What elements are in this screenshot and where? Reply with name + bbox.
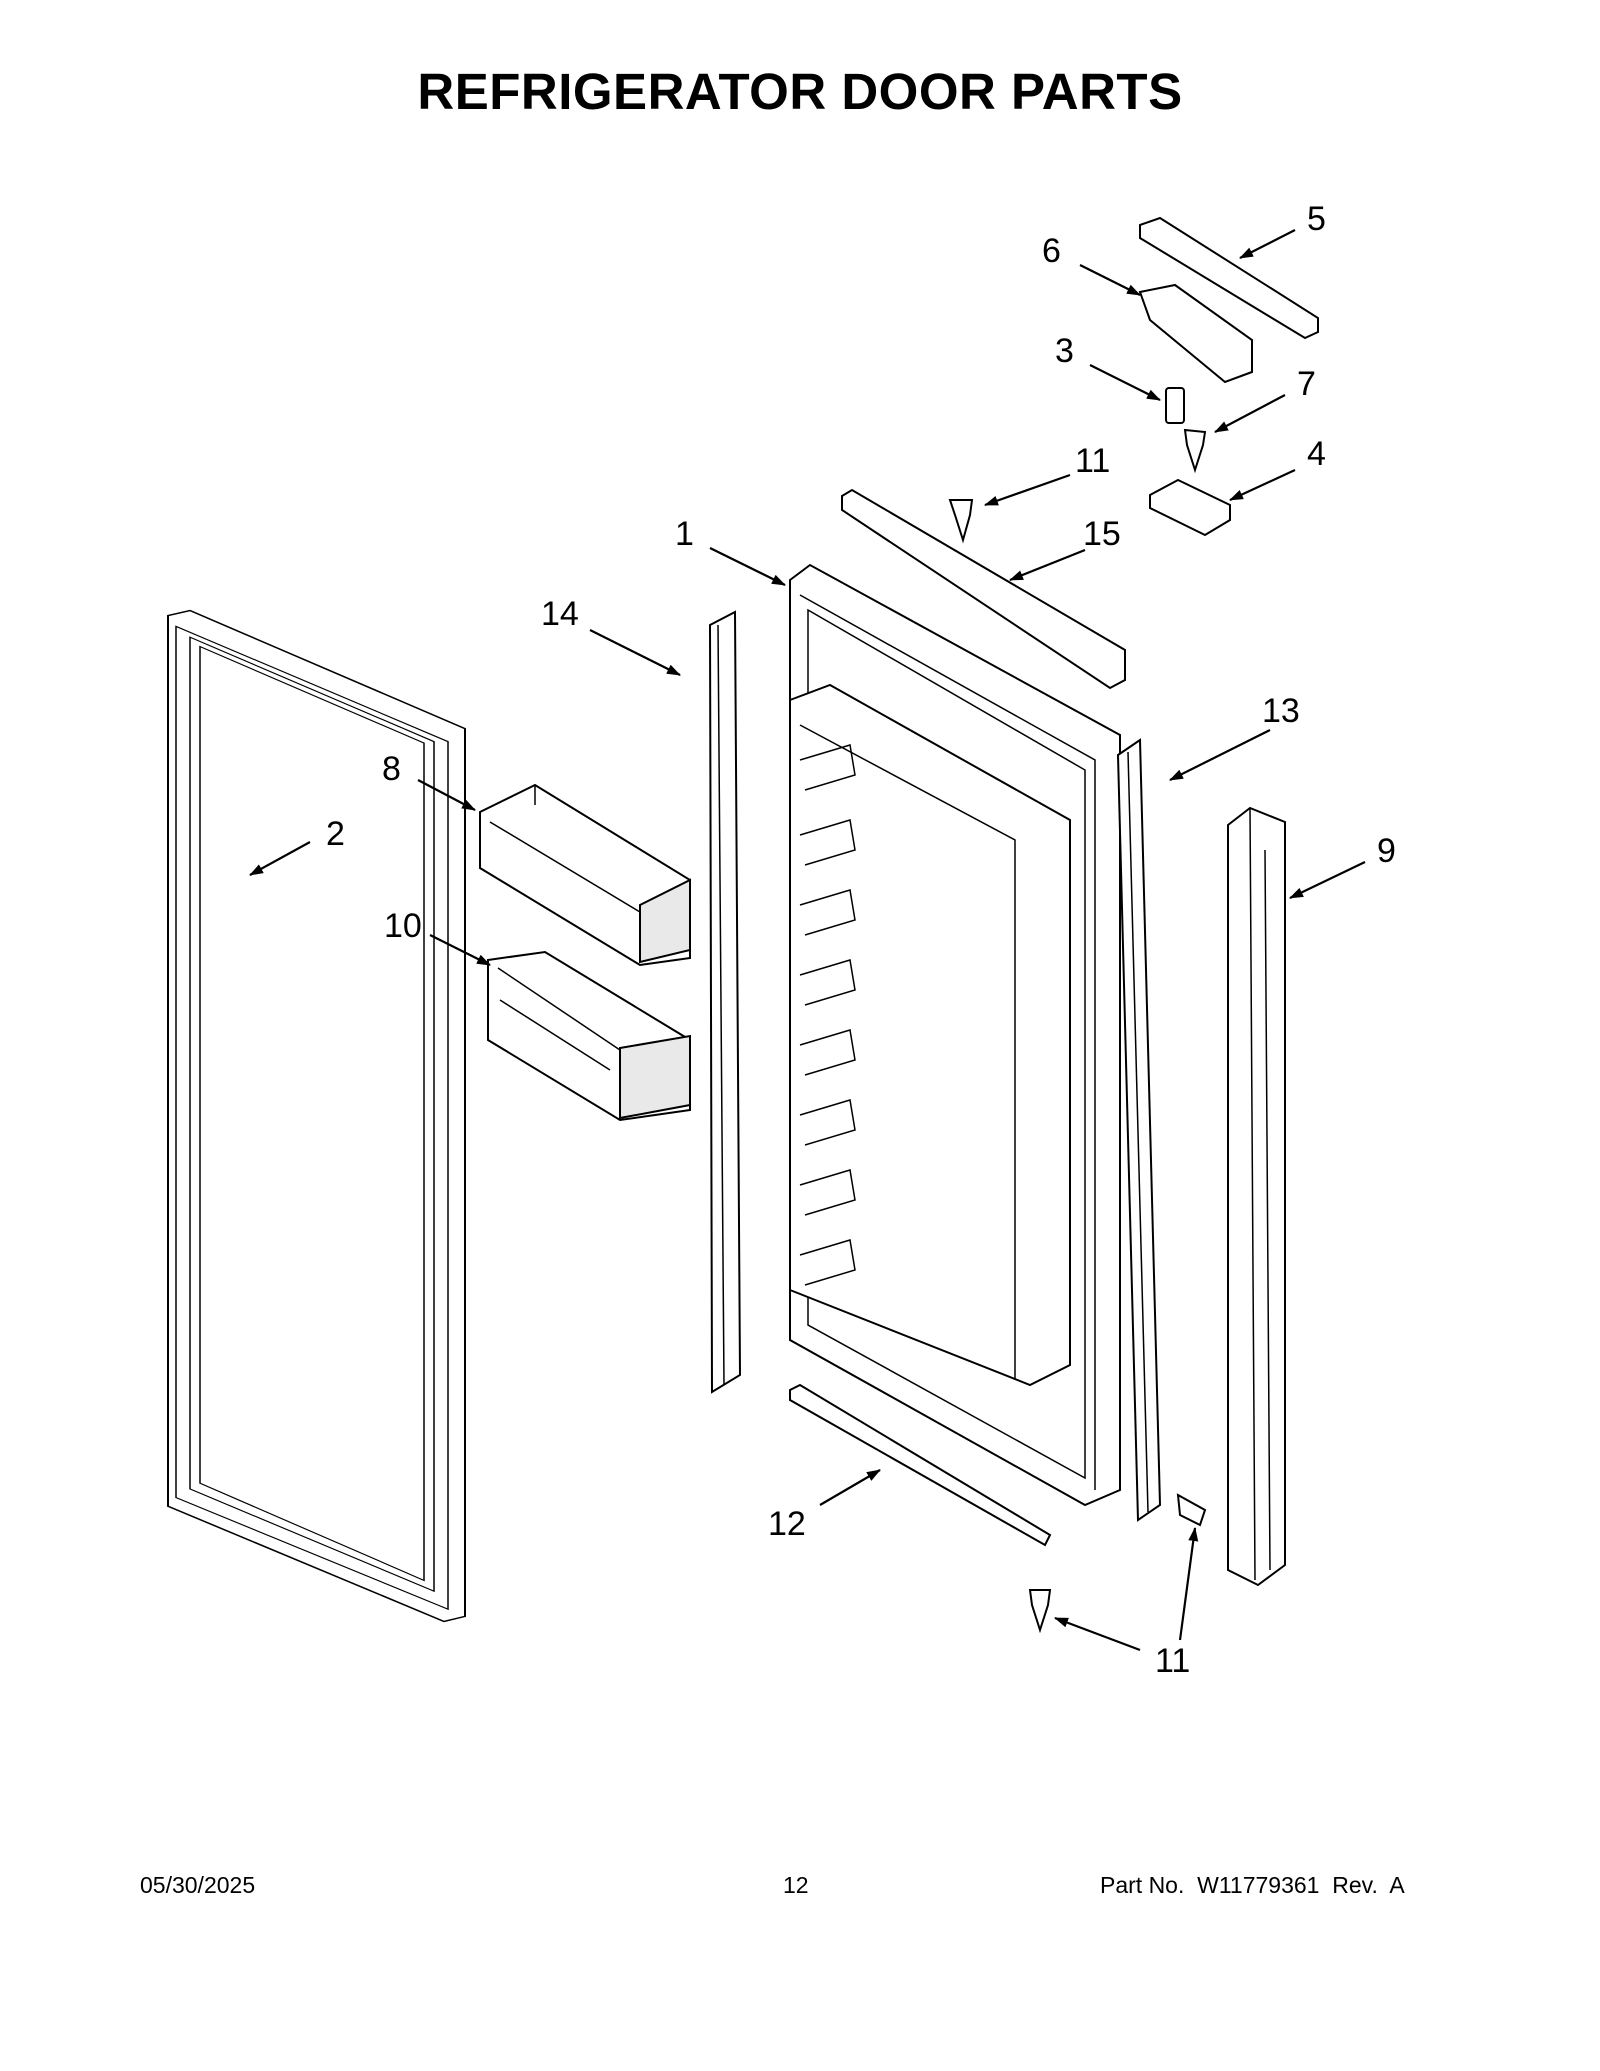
footer-page-number: 12 xyxy=(783,1872,809,1898)
part-5-top-trim xyxy=(1139,216,1319,340)
callout-9: 9 xyxy=(1377,832,1396,870)
part-8-door-bin xyxy=(479,783,691,967)
callout-14: 14 xyxy=(541,595,579,633)
callout-arrow-10 xyxy=(429,934,491,966)
callout-4: 4 xyxy=(1307,435,1326,473)
part-11-screw-right xyxy=(1176,1493,1207,1527)
callout-2: 2 xyxy=(326,815,345,853)
callout-arrow-13 xyxy=(1169,729,1271,781)
callout-11-bottom: 11 xyxy=(1155,1642,1190,1680)
callout-arrow-14 xyxy=(589,629,681,676)
page-title: REFRIGERATOR DOOR PARTS xyxy=(417,63,1183,120)
part-3-hinge-pin xyxy=(1165,387,1185,424)
callout-6: 6 xyxy=(1042,232,1061,270)
part-1-door-liner xyxy=(789,563,1121,1507)
callout-arrow-1 xyxy=(709,547,786,586)
callout-arrow-15 xyxy=(1009,548,1086,582)
callout-1: 1 xyxy=(675,515,694,553)
callout-arrow-3 xyxy=(1089,364,1161,401)
callout-arrow-12 xyxy=(819,1469,881,1506)
callout-arrow-8 xyxy=(417,779,476,811)
part-10-door-bin xyxy=(487,950,691,1122)
callout-15: 15 xyxy=(1083,515,1121,553)
callout-arrow-9 xyxy=(1289,861,1366,899)
part-14-trim-strip xyxy=(708,610,742,1394)
callout-arrow-11b2 xyxy=(1178,1527,1199,1641)
callout-5: 5 xyxy=(1307,200,1326,238)
callout-arrow-4 xyxy=(1229,469,1296,501)
callout-arrow-5 xyxy=(1239,229,1296,259)
part-9-handle xyxy=(1227,806,1286,1587)
callout-arrow-11b1 xyxy=(1054,1616,1141,1652)
callout-7: 7 xyxy=(1297,365,1316,403)
part-6-hinge-cover xyxy=(1138,283,1253,384)
part-15-top-bracket xyxy=(841,488,1126,690)
part-13-trim-strip xyxy=(1116,738,1162,1522)
callout-arrow-6 xyxy=(1079,264,1141,296)
callout-12: 12 xyxy=(768,1505,806,1543)
part-11-screw-bottom xyxy=(1028,1589,1052,1634)
callout-8: 8 xyxy=(382,750,401,788)
callout-13: 13 xyxy=(1262,692,1300,730)
part-2-door-panel xyxy=(167,609,466,1623)
footer-part-number: Part No. W11779361 Rev. A xyxy=(1100,1872,1405,1898)
callout-arrow-2 xyxy=(249,841,311,876)
part-4-hinge-bracket xyxy=(1149,478,1231,537)
callout-11-top: 11 xyxy=(1075,442,1110,480)
footer-date: 05/30/2025 xyxy=(140,1872,256,1898)
callout-10: 10 xyxy=(384,907,422,945)
callout-arrow-7 xyxy=(1214,394,1286,433)
part-11-screw-top xyxy=(948,499,974,544)
part-7-screw xyxy=(1183,428,1207,474)
callout-arrow-11a xyxy=(984,473,1071,507)
part-12-bottom-bracket xyxy=(789,1383,1052,1547)
callout-3: 3 xyxy=(1055,332,1074,370)
